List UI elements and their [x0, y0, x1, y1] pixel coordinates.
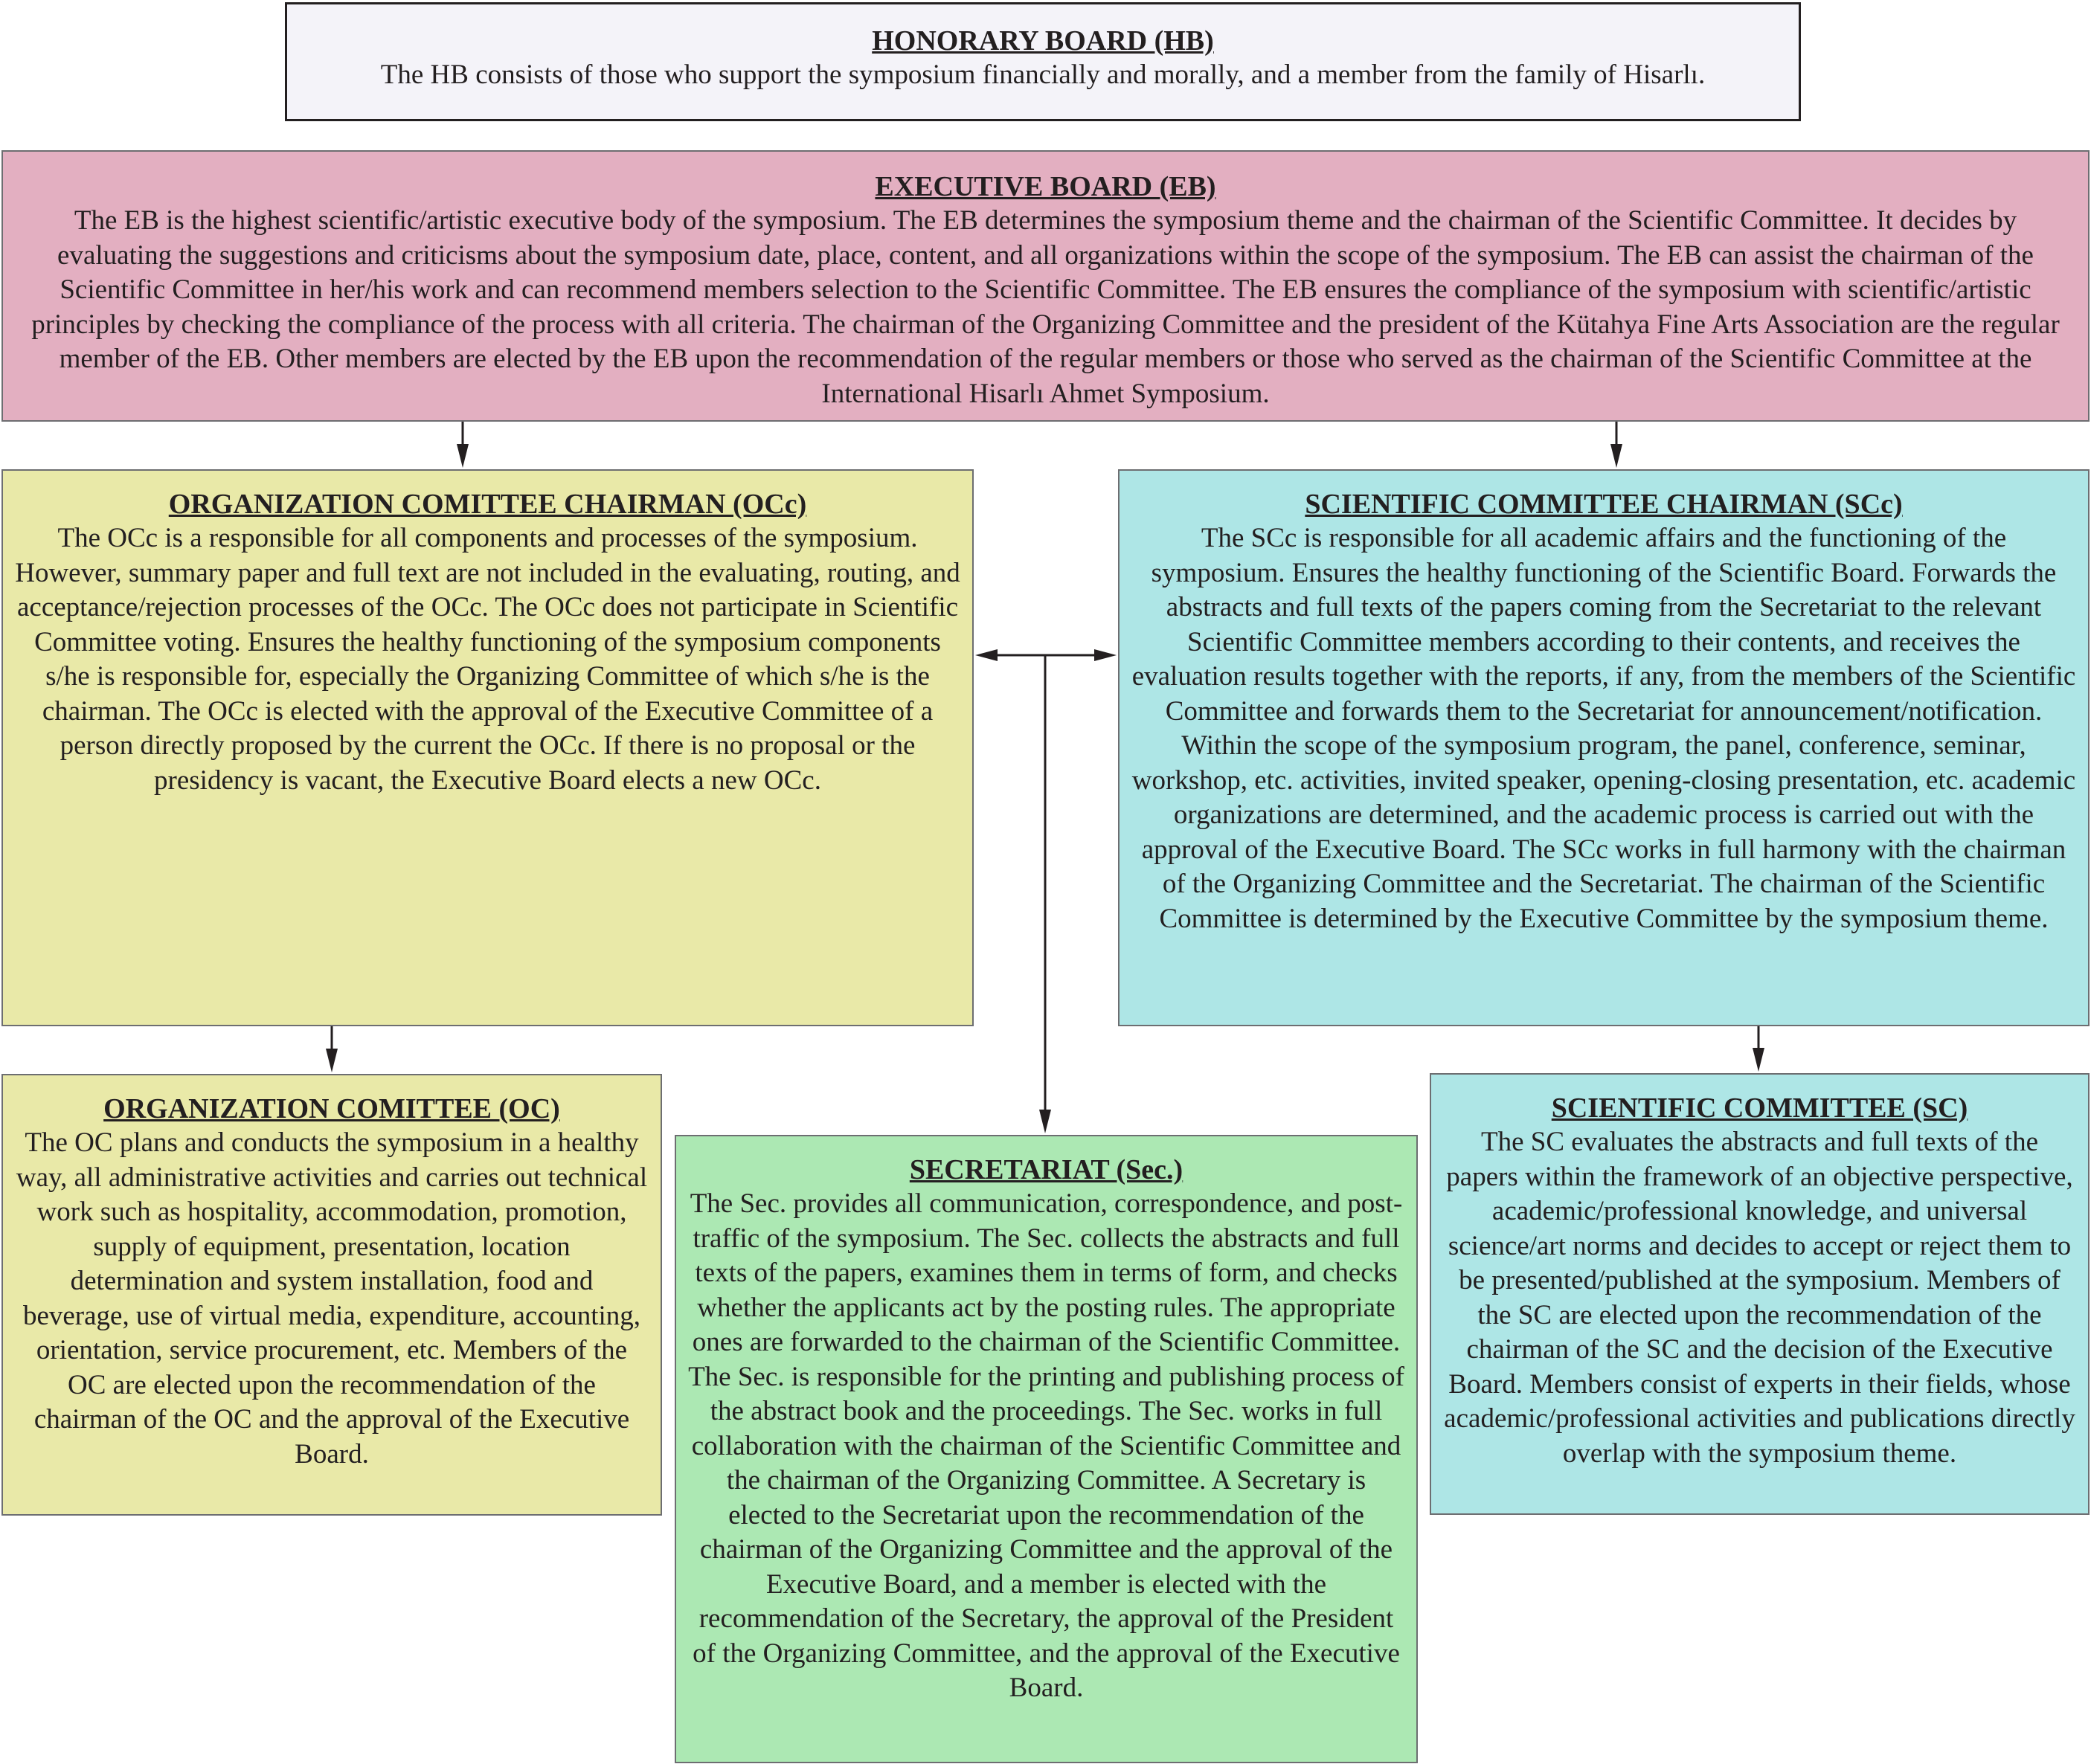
organization-committee-chairman-description: The OCc is a responsible for all compone…: [15, 523, 960, 796]
arrowhead-left: [975, 649, 998, 661]
scientific-committee-chairman-description: The SCc is responsible for all academic …: [1131, 523, 2076, 934]
executive-board-title: EXECUTIVE BOARD (EB): [875, 171, 1216, 202]
scientific-committee-box: SCIENTIFIC COMMITTEE (SC) The SC evaluat…: [1430, 1073, 2090, 1515]
organization-committee-description: The OC plans and conducts the symposium …: [16, 1127, 648, 1470]
scientific-committee-chairman-box: SCIENTIFIC COMMITTEE CHAIRMAN (SCc) The …: [1118, 469, 2090, 1026]
organization-committee-box: ORGANIZATION COMITTEE (OC) The OC plans …: [1, 1074, 662, 1516]
executive-board-description: The EB is the highest scientific/artisti…: [31, 205, 2060, 409]
executive-board-box: EXECUTIVE BOARD (EB) The EB is the highe…: [1, 150, 2090, 422]
organization-committee-chairman-title: ORGANIZATION COMITTEE CHAIRMAN (OCc): [168, 489, 807, 520]
secretariat-description: The Sec. provides all communication, cor…: [688, 1188, 1404, 1703]
honorary-board-title: HONORARY BOARD (HB): [872, 25, 1214, 57]
arrowhead-right: [1094, 649, 1117, 661]
arrowhead-sec: [1039, 1110, 1051, 1133]
arrowhead-occ: [457, 444, 469, 468]
honorary-board-box: HONORARY BOARD (HB) The HB consists of t…: [285, 2, 1801, 121]
honorary-board-description: The HB consists of those who support the…: [380, 59, 1706, 90]
arrowhead-oc: [326, 1049, 338, 1072]
organization-committee-title: ORGANIZATION COMITTEE (OC): [103, 1093, 560, 1124]
scientific-committee-title: SCIENTIFIC COMMITTEE (SC): [1551, 1092, 1968, 1124]
scientific-committee-description: The SC evaluates the abstracts and full …: [1444, 1127, 2075, 1469]
arrowhead-scc: [1610, 444, 1622, 468]
secretariat-box: SECRETARIAT (Sec.) The Sec. provides all…: [675, 1135, 1418, 1763]
scientific-committee-chairman-title: SCIENTIFIC COMMITTEE CHAIRMAN (SCc): [1305, 489, 1903, 520]
secretariat-title: SECRETARIAT (Sec.): [909, 1154, 1183, 1185]
arrowhead-sc: [1753, 1048, 1764, 1072]
organization-committee-chairman-box: ORGANIZATION COMITTEE CHAIRMAN (OCc) The…: [1, 469, 974, 1026]
